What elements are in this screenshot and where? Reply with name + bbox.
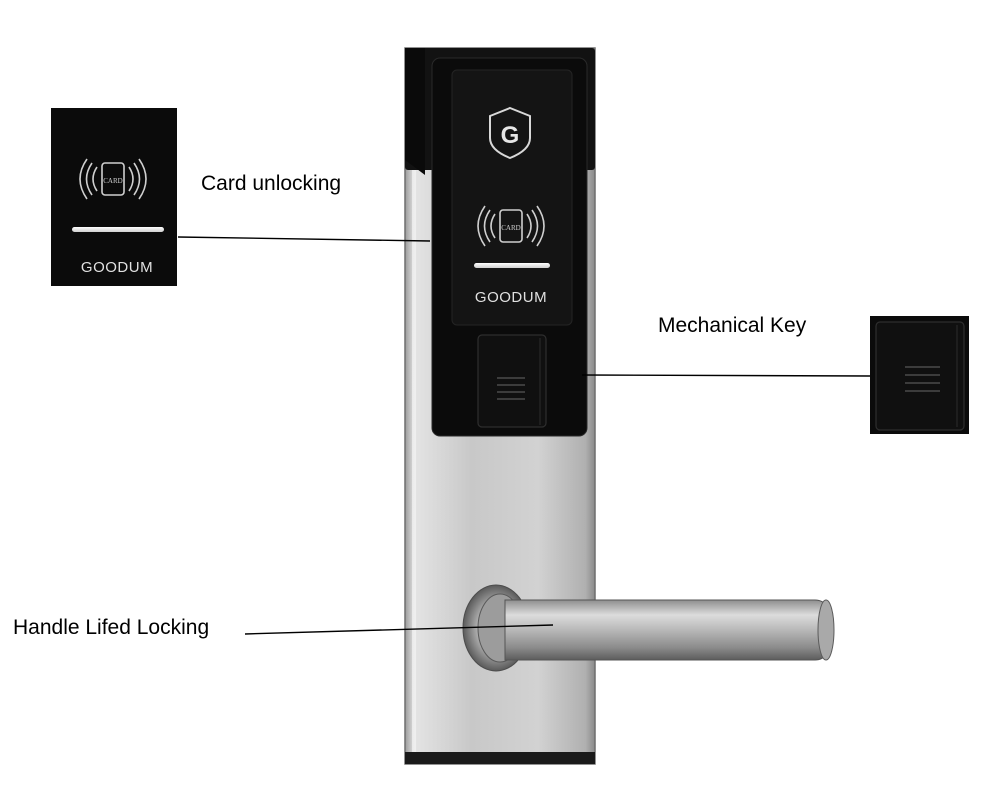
mechanical-key-cover [477, 334, 547, 428]
lock-brand-text: GOODUM [475, 289, 547, 306]
handle-locking-label: Handle Lifed Locking [13, 616, 210, 639]
inset-reader-strip [72, 227, 164, 232]
mechanical-key-label: Mechanical Key [658, 314, 807, 337]
callout-line-card [177, 236, 431, 242]
mechanical-key-inset [870, 316, 969, 434]
callout-lines [177, 236, 871, 635]
logo-letter: G [501, 122, 520, 149]
card-reader-strip [474, 263, 550, 268]
callout-line-mechanical [581, 374, 871, 377]
rfid-card-icon [477, 205, 545, 247]
rfid-card-text: CARD [501, 224, 520, 232]
callout-line-handle [244, 624, 554, 635]
inset-rfid-card-icon [79, 158, 147, 200]
door-handle [462, 584, 835, 672]
inset-brand-text: GOODUM [81, 259, 153, 276]
shield-g-logo-icon: G [489, 106, 531, 160]
lock-front-panel [431, 57, 588, 437]
card-unlocking-label: Card unlocking [201, 172, 342, 195]
card-reader-inset: CARD GOODUM [51, 108, 177, 286]
inset-card-text: CARD [103, 177, 122, 185]
